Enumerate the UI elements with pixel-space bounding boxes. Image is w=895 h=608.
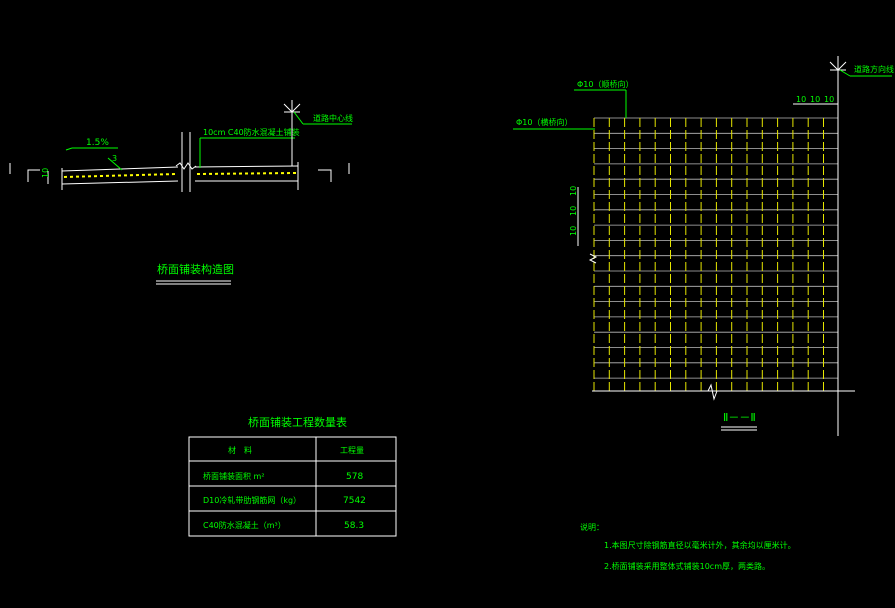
mark-3-leader (107, 157, 123, 171)
rebar-left (63, 173, 177, 178)
slab-top-right (194, 165, 299, 168)
bar-longitudinal-label: Φ10（顺桥向） (577, 79, 633, 89)
table-row-3-material: C40防水混凝土（m³） (203, 520, 286, 530)
mesh-left-break (588, 253, 598, 264)
top-spacing-2: 10 (810, 95, 820, 104)
mesh-bottom-break (707, 383, 718, 401)
section-title: 桥面铺装构造图 (157, 262, 234, 276)
table-row-3-qty: 58.3 (344, 521, 364, 531)
quantity-table: 桥面铺装工程数量表 材 料 工程量 桥面铺装面积 m² 578 D10冷轧带肋钢… (188, 415, 397, 537)
notes: 说明： 1.本图尺寸除钢筋直径以毫米计外，其余均以厘米计。 2.桥面铺装采用整体… (580, 522, 796, 571)
table-row-2-material: D10冷轧带肋钢筋网（kg） (203, 495, 301, 505)
pavement-section: 10 1.5% 3 10cm C40防水混凝土铺装 道路中心线 桥面铺装构造图 (9, 100, 353, 285)
slope-arrow (65, 147, 73, 151)
bar-transverse-label: Φ10（横桥向） (516, 117, 572, 127)
notes-heading: 说明： (580, 522, 604, 532)
layer-note: 10cm C40防水混凝土铺装 (203, 127, 300, 137)
note-2: 2.桥面铺装采用整体式铺装10cm厚，两类路。 (604, 561, 770, 571)
section-mark: Ⅱ－－Ⅱ (723, 411, 756, 424)
table-row-1-material: 桥面铺装面积 m² (203, 471, 265, 481)
left-spacing-2: 10 (569, 206, 578, 216)
slab-bottom-left (61, 180, 179, 185)
rebar-right (196, 172, 297, 175)
table-header-qty: 工程量 (340, 446, 364, 455)
table-header-material: 材 料 (228, 445, 252, 455)
note-1: 1.本图尺寸除钢筋直径以毫米计外，其余均以厘米计。 (604, 540, 796, 550)
thickness-label: 10 (41, 168, 50, 178)
centerline-leader (293, 111, 304, 125)
slope-label: 1.5% (86, 138, 109, 148)
rebar-mesh-plan: Φ10（顺桥向） Φ10（横桥向） 道路方向线 10 10 10 10 10 1… (513, 56, 894, 436)
table-row-2-qty: 7542 (343, 496, 366, 506)
centerline-label: 道路中心线 (313, 113, 353, 123)
left-spacing-1: 10 (569, 186, 578, 196)
mark-3-label: 3 (112, 154, 117, 163)
mesh-lines (593, 117, 838, 391)
road-direction-leader (839, 69, 851, 77)
table-row-1-qty: 578 (346, 472, 363, 482)
left-bracket (27, 169, 40, 182)
road-direction-label: 道路方向线 (854, 64, 894, 74)
top-spacing-1: 10 (796, 95, 806, 104)
right-bracket (318, 169, 332, 182)
top-spacing-3: 10 (824, 95, 834, 104)
break-mark (175, 162, 197, 170)
slab-top-left (61, 166, 179, 172)
table-title: 桥面铺装工程数量表 (248, 415, 347, 429)
left-spacing-3: 10 (569, 226, 578, 236)
